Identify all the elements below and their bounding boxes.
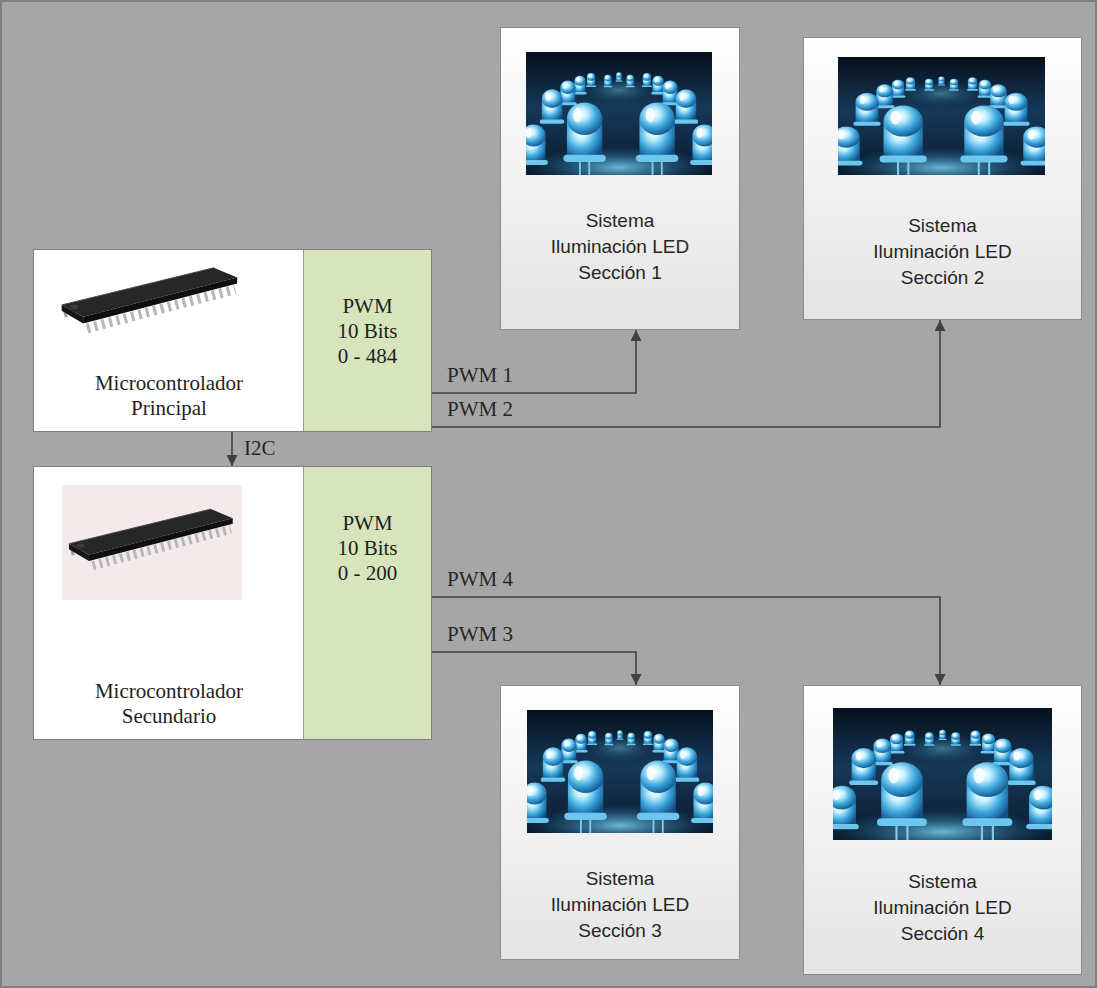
box-label: Sistema Iluminación LED Sección 3 bbox=[540, 866, 700, 944]
box-fill bbox=[803, 685, 1082, 975]
led-section-box: Sistema Iluminación LED Sección 3 bbox=[500, 685, 740, 960]
box-fill bbox=[500, 27, 740, 330]
led-section-box: Sistema Iluminación LED Sección 1 bbox=[500, 27, 740, 330]
i2c-bus-arrow bbox=[231, 432, 233, 466]
box-fill bbox=[803, 37, 1082, 320]
signal-name: PWM 4 bbox=[447, 567, 513, 591]
led-photo bbox=[520, 710, 720, 846]
box-fill bbox=[500, 685, 740, 960]
signal-label-holder: I2C bbox=[244, 436, 276, 460]
pwm-signal-arrow bbox=[431, 652, 636, 685]
pwm-signal-arrow bbox=[431, 320, 940, 427]
pwm-spec-text: PWM 10 Bits 0 - 484 bbox=[333, 294, 403, 369]
led-section-box: Sistema Iluminación LED Sección 2 bbox=[803, 37, 1082, 320]
box-fill bbox=[33, 466, 432, 740]
chip-photo-ground bbox=[62, 485, 242, 600]
signal-label-holder: PWM 4 bbox=[447, 567, 513, 591]
led-photo bbox=[830, 57, 1053, 188]
microcontroller-box: Microcontrolador Secundario PWM 10 Bits 0… bbox=[33, 466, 432, 740]
panel-fill bbox=[303, 250, 431, 431]
box-fill bbox=[33, 249, 432, 432]
microcontroller-box: Microcontrolador Principal PWM 10 Bits 0 … bbox=[33, 249, 432, 432]
signal-name: PWM 2 bbox=[447, 397, 513, 421]
box-label: Sistema Iluminación LED Sección 2 bbox=[863, 213, 1023, 291]
signal-name: PWM 3 bbox=[447, 622, 513, 646]
signal-label-holder: PWM 2 bbox=[447, 397, 513, 421]
chip-picture bbox=[69, 509, 233, 565]
box-label: Sistema Iluminación LED Sección 4 bbox=[863, 869, 1023, 947]
box-label: Microcontrolador Secundario bbox=[69, 679, 269, 729]
led-section-box: Sistema Iluminación LED Sección 4 bbox=[803, 685, 1082, 975]
chip-picture bbox=[62, 268, 238, 329]
panel-fill bbox=[303, 467, 431, 739]
led-photo bbox=[519, 52, 719, 188]
pwm-panel: PWM 10 Bits 0 - 484 bbox=[303, 250, 431, 431]
signal-label-holder: PWM 3 bbox=[447, 622, 513, 646]
pwm-spec-text: PWM 10 Bits 0 - 200 bbox=[333, 511, 403, 586]
pwm-panel: PWM 10 Bits 0 - 200 bbox=[303, 467, 431, 739]
box-label: Microcontrolador Principal bbox=[69, 371, 269, 421]
led-photo bbox=[825, 708, 1061, 854]
pwm-signal-arrow bbox=[431, 597, 940, 685]
signal-name: PWM 1 bbox=[447, 363, 513, 387]
signal-label-holder: PWM 1 bbox=[447, 363, 513, 387]
box-label: Sistema Iluminación LED Sección 1 bbox=[540, 208, 700, 286]
signal-name: I2C bbox=[244, 436, 276, 460]
pwm-signal-arrow bbox=[431, 330, 636, 393]
